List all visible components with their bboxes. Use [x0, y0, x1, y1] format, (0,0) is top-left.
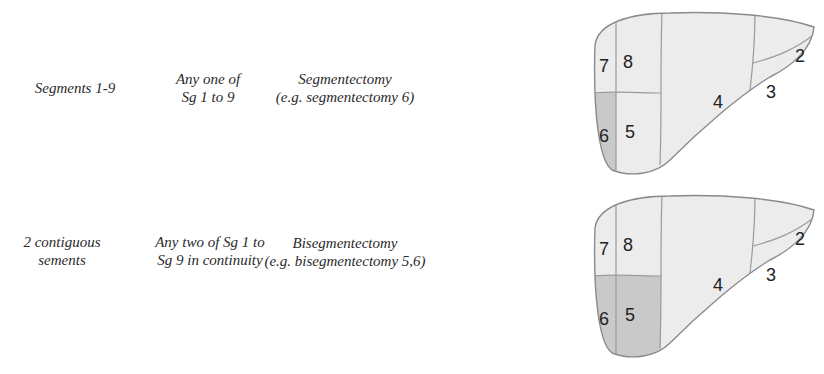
segment-boundary [750, 194, 755, 273]
row-heading: 2 contiguous sements [22, 233, 102, 269]
segment-number: 8 [623, 235, 633, 257]
liver-drawing [590, 11, 816, 185]
segment-number: 4 [713, 275, 723, 297]
segment-number: 4 [713, 92, 723, 114]
procedure-example: (e.g. bisegmentectomy 5,6) [264, 252, 425, 270]
segment-boundary [615, 11, 616, 177]
segment-number: 8 [623, 52, 633, 74]
segment-boundary [590, 275, 661, 277]
segment-number: 5 [625, 122, 635, 144]
row-heading: Segments 1-9 [35, 79, 115, 97]
segment-boundary [590, 92, 661, 94]
liver-outline [595, 13, 814, 174]
segment-number: 3 [766, 265, 776, 287]
segment-number: 2 [795, 229, 805, 251]
segment-number: 5 [625, 305, 635, 327]
segment-boundary [750, 11, 755, 90]
definition: Any one of Sg 1 to 9 [175, 70, 242, 106]
resected-segment [590, 276, 616, 368]
resected-segment [616, 276, 661, 368]
segment-boundary [660, 11, 662, 165]
resected-segment [590, 93, 616, 185]
segment-number: 6 [599, 126, 609, 148]
liver-fill [595, 13, 814, 174]
procedure-name: Segmentectomy [298, 70, 391, 88]
liver-outline [595, 196, 814, 357]
segment-number: 7 [599, 56, 609, 78]
segment-number: 6 [599, 309, 609, 331]
segment-number: 3 [766, 82, 776, 104]
segment-boundary [660, 194, 662, 348]
segment-boundary [615, 194, 616, 360]
definition: Any two of Sg 1 to Sg 9 in continuity [154, 233, 266, 269]
procedure-name: Bisegmentectomy [293, 234, 398, 252]
procedure-example: (e.g. segmentectomy 6) [276, 88, 414, 106]
segment-number: 2 [795, 46, 805, 68]
segment-number: 7 [599, 239, 609, 261]
liver-drawing [590, 194, 816, 368]
